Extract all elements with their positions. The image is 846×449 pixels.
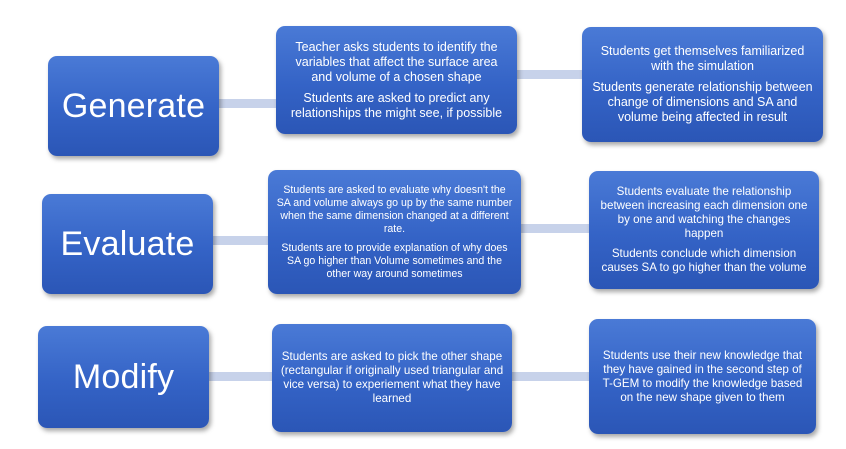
evaluate-right-text-1: Students evaluate the relationship betwe… bbox=[600, 185, 808, 240]
evaluate-label-box: Evaluate bbox=[42, 194, 213, 294]
generate-right-box: Students get themselves familiarized wit… bbox=[582, 27, 823, 142]
evaluate-middle-text-2: Students are to provide explanation of w… bbox=[281, 241, 508, 280]
evaluate-middle-box: Students are asked to evaluate why doesn… bbox=[268, 170, 521, 294]
connector-modify-right bbox=[500, 372, 600, 381]
connector-generate-right bbox=[505, 70, 595, 79]
modify-middle-text-1: Students are asked to pick the other sha… bbox=[280, 350, 504, 405]
connector-modify-left bbox=[205, 372, 285, 381]
modify-right-text-1: Students use their new knowledge that th… bbox=[602, 348, 803, 404]
modify-label-box: Modify bbox=[38, 326, 209, 428]
modify-label: Modify bbox=[72, 357, 175, 396]
generate-middle-box: Teacher asks students to identify the va… bbox=[276, 26, 517, 134]
connector-evaluate-left bbox=[200, 236, 280, 245]
modify-right-box: Students use their new knowledge that th… bbox=[589, 319, 816, 434]
generate-label: Generate bbox=[61, 86, 206, 125]
modify-middle-box: Students are asked to pick the other sha… bbox=[272, 324, 512, 432]
evaluate-middle-text-1: Students are asked to evaluate why doesn… bbox=[276, 183, 513, 235]
generate-right-text-2: Students generate relationship between c… bbox=[592, 80, 813, 124]
evaluate-right-text-2: Students conclude which dimension causes… bbox=[601, 247, 807, 274]
evaluate-label: Evaluate bbox=[60, 224, 195, 263]
connector-evaluate-right bbox=[510, 224, 600, 233]
generate-middle-text-2: Students are asked to predict any relati… bbox=[290, 90, 503, 120]
evaluate-right-box: Students evaluate the relationship betwe… bbox=[589, 171, 819, 289]
generate-label-box: Generate bbox=[48, 56, 219, 156]
connector-generate-left bbox=[205, 99, 295, 108]
generate-middle-text-1: Teacher asks students to identify the va… bbox=[295, 39, 498, 84]
generate-right-text-1: Students get themselves familiarized wit… bbox=[600, 44, 805, 73]
